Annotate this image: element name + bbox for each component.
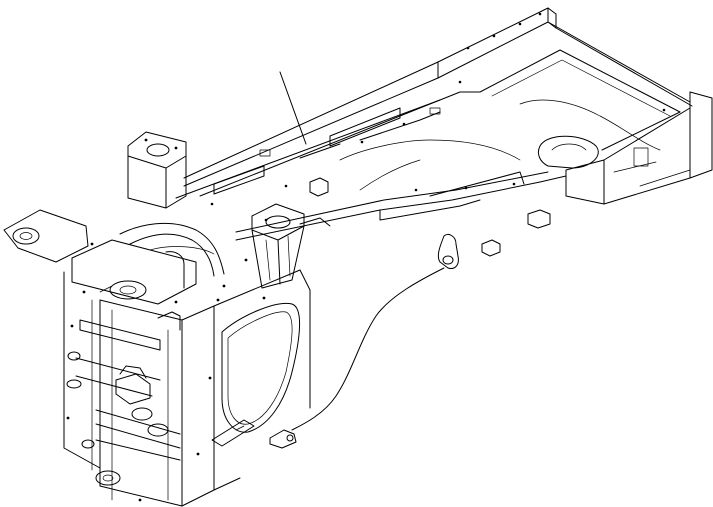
side-rails xyxy=(175,61,567,257)
rear-frame xyxy=(437,7,713,205)
front-pillar-mounts xyxy=(127,131,305,289)
hose-routing xyxy=(269,233,459,449)
callout-leader-line xyxy=(279,71,307,145)
front-end-assembly xyxy=(3,209,311,507)
